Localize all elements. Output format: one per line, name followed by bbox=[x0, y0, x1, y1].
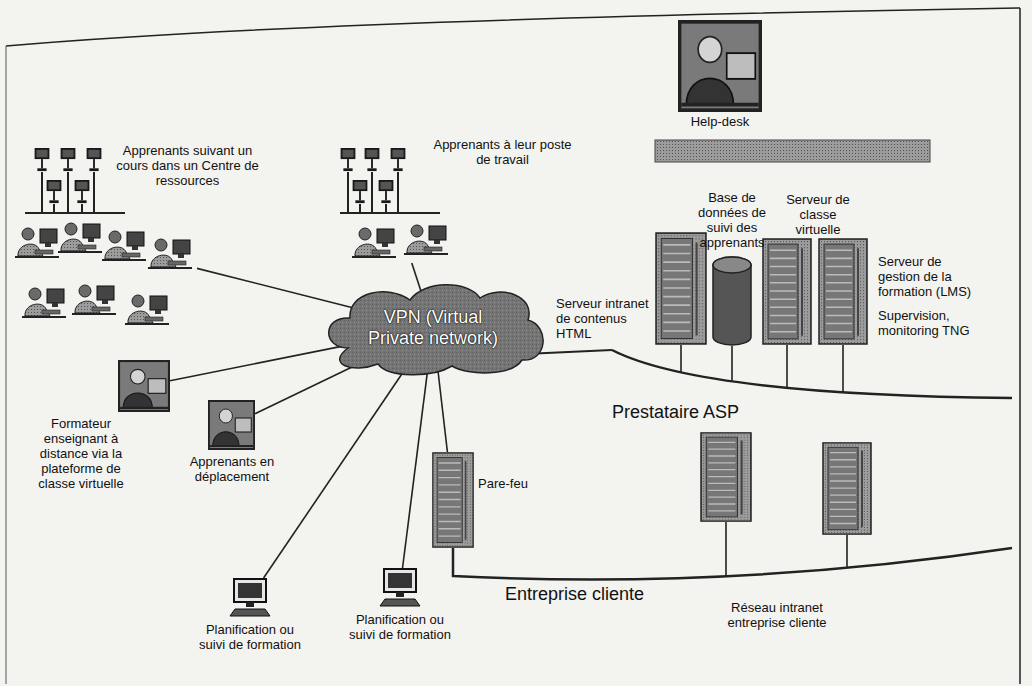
computer-node: Planification ou suivi de formation bbox=[228, 578, 272, 618]
node-text: VPN (Virtual Private network) bbox=[358, 307, 508, 349]
computer-icon bbox=[75, 180, 90, 203]
firewall-icon bbox=[433, 453, 473, 547]
network-link bbox=[412, 263, 422, 292]
network-link bbox=[197, 268, 352, 307]
learner-icon bbox=[102, 231, 146, 260]
node-text: Pare-feu bbox=[478, 476, 548, 491]
node-text: Serveur de classe virtuelle bbox=[778, 192, 858, 237]
zone-label: Entreprise cliente bbox=[505, 584, 644, 605]
server-icon bbox=[763, 239, 811, 344]
computer-icon bbox=[47, 180, 62, 203]
node-text: Base de données de suivi des apprenants bbox=[690, 190, 774, 250]
learner-node: Apprenants en déplacement bbox=[208, 400, 255, 450]
lan-wire bbox=[25, 172, 125, 213]
computer-icon bbox=[230, 579, 270, 616]
node-text: Apprenants en déplacement bbox=[182, 454, 282, 484]
firewall-node: Pare-feu bbox=[432, 452, 474, 548]
learner-group: Apprenants à leur poste de travail bbox=[335, 145, 450, 263]
server-icon bbox=[656, 233, 706, 344]
computer-icon bbox=[341, 148, 356, 171]
database-node: Base de données de suivi des apprenants bbox=[712, 256, 752, 346]
node-text: Apprenants suivant un cours dans un Cent… bbox=[110, 143, 265, 188]
network-link bbox=[437, 364, 447, 452]
zone-label: Prestataire ASP bbox=[612, 402, 739, 423]
trainer-picture bbox=[119, 361, 169, 411]
learner-icon bbox=[72, 285, 116, 314]
workstation-icons bbox=[340, 148, 448, 257]
server-icon bbox=[701, 433, 751, 521]
node-text: Help-desk bbox=[670, 114, 770, 129]
node-text: Apprenants à leur poste de travail bbox=[430, 137, 575, 167]
frame-line bbox=[6, 8, 1020, 46]
network-wire bbox=[681, 345, 843, 392]
client-network-arc bbox=[453, 548, 1012, 580]
learner-icon bbox=[148, 239, 192, 268]
network-link bbox=[264, 363, 410, 578]
lan-wire bbox=[340, 172, 440, 213]
node-text: Planification ou suivi de formation bbox=[194, 622, 306, 652]
computer-icon bbox=[380, 569, 420, 606]
trainer-node: Formateur enseignant à distance via la p… bbox=[118, 360, 170, 412]
node-text: Formateur enseignant à distance via la p… bbox=[25, 416, 137, 491]
computer-icon bbox=[379, 180, 394, 203]
computer-icon bbox=[35, 148, 50, 171]
asp-network-arc bbox=[612, 350, 1012, 398]
helpdesk-node: Help-desk bbox=[678, 20, 762, 112]
component-label: Supervision, monitoring TNG bbox=[878, 308, 1008, 338]
node-text: Planification ou suivi de formation bbox=[344, 612, 456, 642]
learner-icon bbox=[125, 295, 169, 324]
network-link bbox=[403, 364, 429, 568]
server-node: Serveur intranet de contenus HTML bbox=[655, 232, 707, 345]
network-wire bbox=[726, 522, 847, 577]
network-link bbox=[170, 345, 346, 380]
computer-icon bbox=[391, 148, 406, 171]
learner-icon bbox=[22, 288, 66, 317]
computer-icon bbox=[87, 148, 102, 171]
node-text: Serveur intranet de contenus HTML bbox=[556, 296, 654, 341]
learner-icon bbox=[15, 228, 59, 257]
node-text: Serveur de gestion de la formation (LMS) bbox=[878, 254, 986, 299]
computer-icon bbox=[353, 180, 368, 203]
learner-group: Apprenants suivant un cours dans un Cent… bbox=[12, 145, 197, 345]
computer-node: Planification ou suivi de formation bbox=[378, 568, 422, 608]
server-node: Serveur de gestion de la formation (LMS) bbox=[818, 238, 868, 345]
frame-line bbox=[6, 46, 7, 684]
computer-icon bbox=[61, 148, 76, 171]
learner-icon bbox=[352, 228, 396, 257]
network-label: Réseau intranet entreprise cliente bbox=[712, 600, 842, 630]
mobile-learner-picture bbox=[209, 401, 254, 449]
server-icon bbox=[823, 443, 871, 534]
database-icon bbox=[713, 257, 751, 345]
learner-icon bbox=[404, 225, 448, 254]
helpdesk-picture bbox=[680, 22, 761, 110]
server-node: Serveur de classe virtuelle bbox=[762, 238, 812, 345]
learner-icon bbox=[58, 223, 102, 252]
vpn-cloud: VPN (Virtual Private network) bbox=[318, 278, 548, 378]
server-icon bbox=[819, 239, 867, 344]
computer-icon bbox=[365, 148, 380, 171]
helpdesk-bar bbox=[655, 140, 930, 162]
frame-line bbox=[1019, 8, 1021, 684]
cloud-shape bbox=[329, 285, 543, 375]
